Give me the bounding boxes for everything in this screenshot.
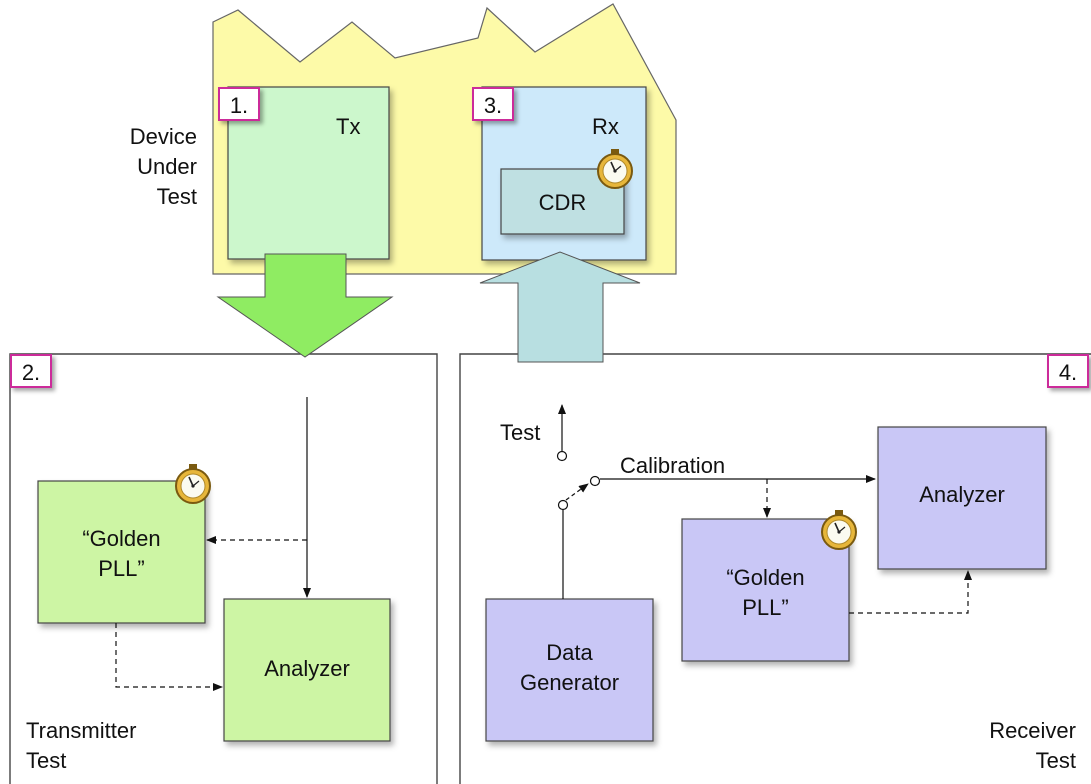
- rx-analyzer-block: [877, 426, 1047, 570]
- tx-stopwatch-icon: [175, 463, 211, 504]
- marker-2: 2.: [10, 354, 52, 388]
- tx-golden-pll-block: [37, 480, 206, 624]
- dut-label-line-3: Test: [156, 184, 197, 209]
- marker-4: 4.: [1047, 354, 1089, 388]
- rx-label: Rx: [592, 114, 619, 139]
- tx-analyzer-block: [223, 598, 391, 742]
- cdr-label: CDR: [538, 190, 587, 215]
- receiver-caption-line-1: Receiver: [989, 718, 1076, 743]
- receiver-caption-line-2: Test: [1035, 748, 1076, 773]
- receiver-caption: Receiver Test: [930, 718, 1076, 774]
- data-generator-line-2: Generator: [519, 670, 620, 695]
- rx-golden-pll-line-1: “Golden: [726, 565, 805, 590]
- transmitter-caption-line-1: Transmitter: [26, 718, 137, 743]
- transmitter-caption-line-2: Test: [26, 748, 67, 773]
- test-output-label: Test: [500, 420, 541, 445]
- dut-label-line-2: Under: [137, 154, 197, 179]
- dut-label-line-1: Device: [129, 124, 197, 149]
- transmitter-panel: [9, 353, 438, 784]
- tx-output-arrow: [216, 253, 394, 358]
- receiver-panel: [459, 353, 1091, 784]
- dut-label: Device Under Test: [96, 124, 197, 210]
- marker-1: 1.: [218, 87, 260, 121]
- data-generator-line-1: Data: [546, 640, 593, 665]
- tx-analyzer-label: Analyzer: [264, 656, 350, 681]
- tx-golden-pll-line-1: “Golden: [82, 526, 161, 551]
- tx-label: Tx: [336, 114, 361, 139]
- rx-input-arrow: [479, 251, 641, 363]
- marker-3: 3.: [472, 87, 514, 121]
- rx-golden-pll-block: [681, 518, 850, 662]
- calibration-label: Calibration: [620, 453, 726, 478]
- tx-golden-pll-label: “Golden PLL”: [38, 526, 205, 582]
- rx-analyzer-label: Analyzer: [919, 482, 1005, 507]
- transmitter-caption: Transmitter Test: [26, 718, 136, 774]
- data-generator-block: [485, 598, 654, 742]
- rx-golden-pll-label: “Golden PLL”: [682, 565, 849, 621]
- data-generator-label: Data Generator: [486, 640, 653, 696]
- rx-golden-pll-line-2: PLL”: [742, 595, 789, 620]
- rx-stopwatch-icon-2: [821, 509, 857, 550]
- tx-golden-pll-line-2: PLL”: [98, 556, 145, 581]
